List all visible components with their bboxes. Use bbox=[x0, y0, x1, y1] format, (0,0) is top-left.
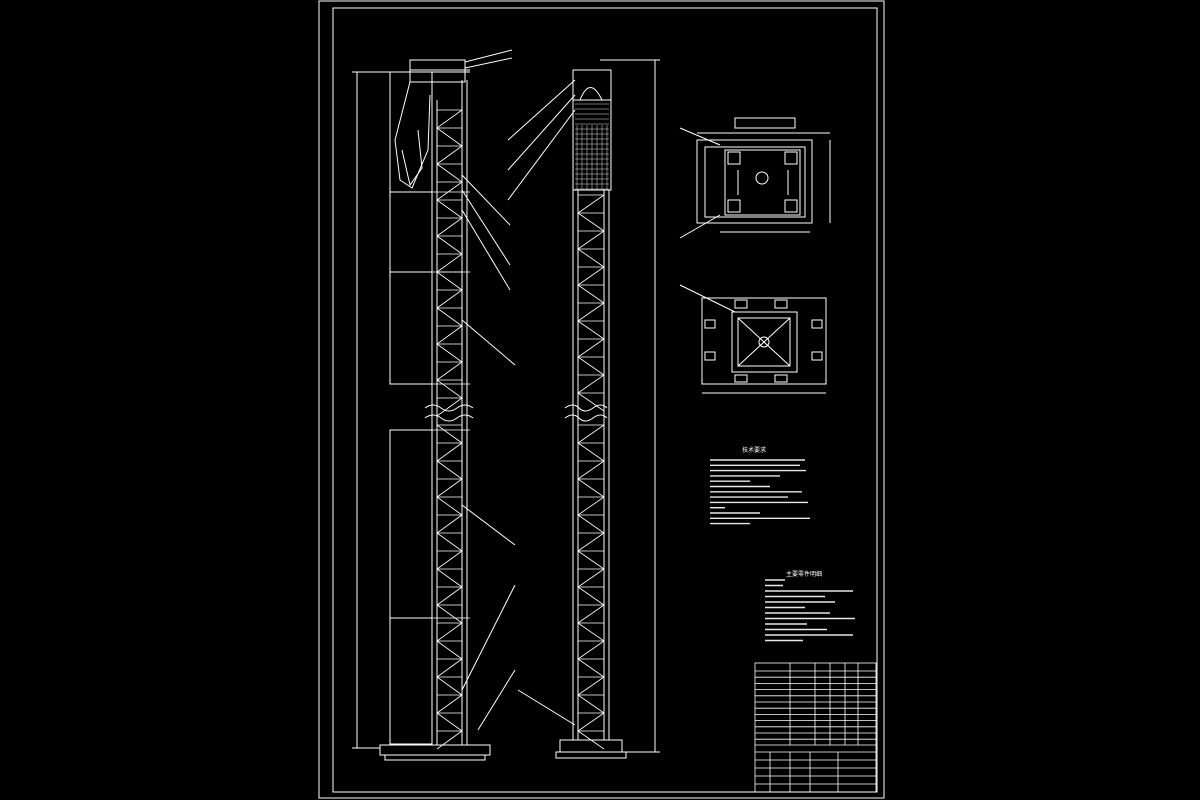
sheet-inner-frame bbox=[332, 7, 878, 793]
parts-list-block bbox=[765, 579, 855, 642]
title-block-table bbox=[754, 662, 877, 793]
base-plan-view-upper bbox=[679, 117, 831, 239]
tower-head-grid bbox=[575, 103, 609, 190]
tower-front-lattice bbox=[428, 109, 470, 750]
tower-side-lattice bbox=[577, 194, 605, 750]
sheet-outer-frame bbox=[318, 0, 885, 799]
base-plan-view-lower bbox=[679, 284, 827, 394]
technical-notes-block bbox=[710, 459, 810, 525]
notes-heading: 技术要求 bbox=[742, 446, 766, 454]
parts-list-heading: 主要零件明细 bbox=[786, 570, 822, 578]
tower-side-elevation bbox=[507, 59, 660, 759]
tower-front-elevation bbox=[352, 49, 516, 761]
